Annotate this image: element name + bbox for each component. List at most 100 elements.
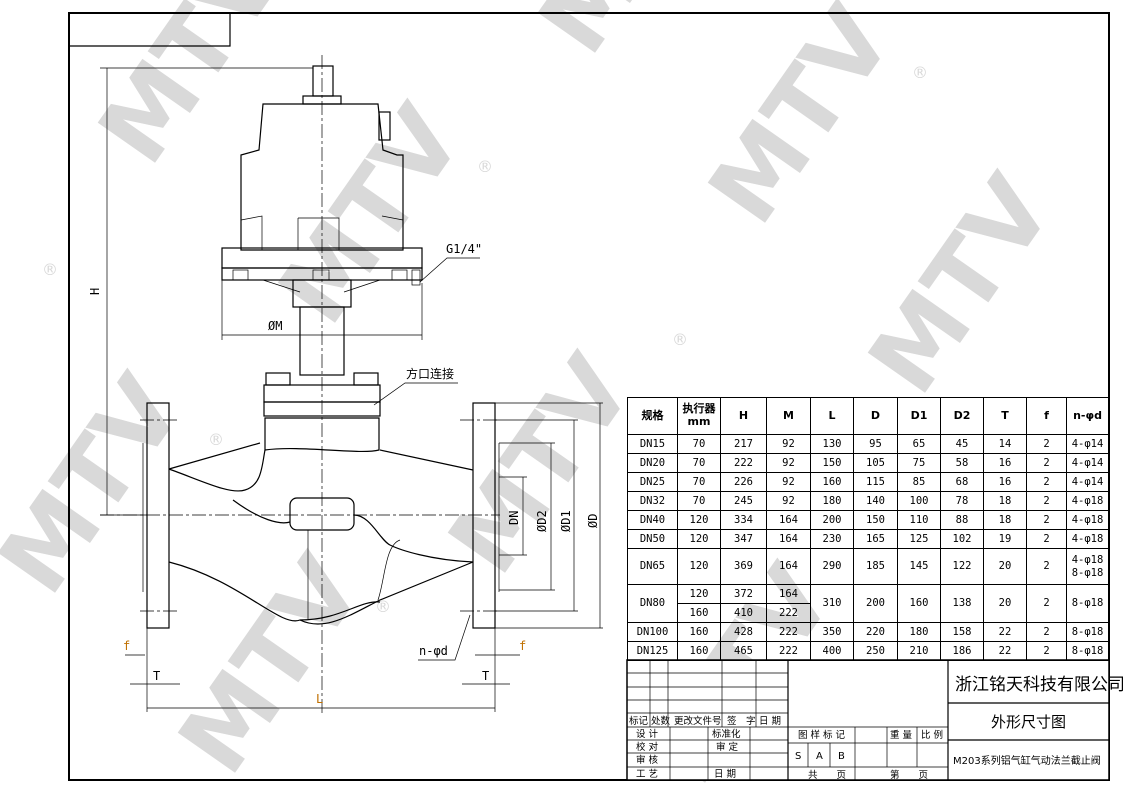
table-cell: DN50	[627, 529, 678, 549]
table-cell: 4-φ18	[1066, 529, 1109, 549]
table-cell: 200	[853, 584, 898, 623]
column-header: n-φd	[1066, 397, 1109, 435]
table-cell: 8-φ18	[1066, 641, 1109, 661]
table-cell: DN80	[627, 584, 678, 623]
dim-label-f-left: f	[123, 639, 130, 653]
watermark-logo: MTV	[257, 86, 484, 343]
table-cell: DN100	[627, 622, 678, 642]
design-label: 设 计	[636, 728, 659, 740]
column-header: D1	[897, 397, 941, 435]
table-cell: 110	[897, 510, 941, 530]
table-cell: 334	[720, 510, 767, 530]
table-cell: 2	[1026, 584, 1067, 623]
dim-label-D: ØD	[586, 514, 600, 528]
table-cell: 140	[853, 491, 898, 511]
table-cell: 245	[720, 491, 767, 511]
table-cell: 250	[853, 641, 898, 661]
rev-header: 更改文件号	[674, 715, 722, 727]
table-cell: 400	[810, 641, 854, 661]
table-cell: 68	[940, 472, 984, 492]
dim-label-H: H	[88, 288, 102, 295]
table-cell: DN40	[627, 510, 678, 530]
sheet-border	[68, 12, 1110, 781]
table-cell: 19	[983, 529, 1027, 549]
table-cell: 20	[983, 548, 1027, 585]
table-cell: 222	[720, 453, 767, 473]
table-cell: 70	[677, 472, 721, 492]
watermark-logo: MTV	[687, 0, 914, 243]
dim-label-D1: ØD1	[559, 510, 573, 532]
table-cell: 92	[766, 472, 811, 492]
table-cell: 92	[766, 453, 811, 473]
table-cell: DN32	[627, 491, 678, 511]
column-header: L	[810, 397, 854, 435]
table-cell: 2	[1026, 434, 1067, 454]
date-label: 日 期	[714, 769, 736, 780]
weight-label: 重 量	[890, 729, 913, 741]
table-cell: 138	[940, 584, 984, 623]
table-cell: 115	[853, 472, 898, 492]
table-cell: 180	[897, 622, 941, 642]
company-name: 浙江铭天科技有限公司	[955, 675, 1123, 695]
mark-b: B	[838, 751, 845, 762]
table-cell: 120	[677, 529, 721, 549]
table-cell: 465	[720, 641, 767, 661]
port-label: G1/4"	[446, 242, 482, 256]
table-cell: 410	[720, 603, 767, 623]
table-cell: 4-φ14	[1066, 434, 1109, 454]
registered-mark: ®	[912, 63, 928, 82]
total-pages-label: 共 页	[808, 770, 846, 781]
scale-label: 比 例	[921, 729, 943, 741]
watermark-logo: MTV	[157, 536, 384, 793]
table-cell: 14	[983, 434, 1027, 454]
table-cell: 347	[720, 529, 767, 549]
table-cell: 160	[810, 472, 854, 492]
table-cell: 2	[1026, 491, 1067, 511]
table-cell: 120	[677, 548, 721, 585]
table-cell: DN15	[627, 434, 678, 454]
registered-mark: ®	[375, 597, 391, 616]
rev-header: 签 字	[727, 715, 756, 727]
table-cell: 45	[940, 434, 984, 454]
dim-label-f-right: f	[519, 639, 526, 653]
table-cell: DN20	[627, 453, 678, 473]
table-cell: 16	[983, 472, 1027, 492]
column-header: H	[720, 397, 767, 435]
table-cell: 230	[810, 529, 854, 549]
check-label: 校 对	[636, 741, 659, 753]
table-cell: 2	[1026, 548, 1067, 585]
bonnet	[263, 372, 381, 453]
registered-mark: ®	[477, 157, 493, 176]
table-cell: 102	[940, 529, 984, 549]
table-cell: 58	[940, 453, 984, 473]
table-cell: 290	[810, 548, 854, 585]
table-cell: 120	[677, 510, 721, 530]
table-cell: 222	[766, 641, 811, 661]
approve-label: 审 定	[716, 741, 739, 753]
table-cell: 70	[677, 453, 721, 473]
rev-header: 处数	[651, 715, 671, 727]
table-cell: 95	[853, 434, 898, 454]
table-cell: 160	[677, 622, 721, 642]
table-cell: 8-φ18	[1066, 622, 1109, 642]
table-cell: 4-φ14	[1066, 472, 1109, 492]
table-cell: 4-φ18	[1066, 491, 1109, 511]
table-cell: 4-φ14	[1066, 453, 1109, 473]
table-cell: 185	[853, 548, 898, 585]
table-cell: 122	[940, 548, 984, 585]
table-cell: 150	[853, 510, 898, 530]
watermark-logo: MTV	[427, 336, 654, 593]
sample-mark-label: 图 样 标 记	[798, 729, 846, 741]
table-cell: 20	[983, 584, 1027, 623]
table-cell: 130	[810, 434, 854, 454]
